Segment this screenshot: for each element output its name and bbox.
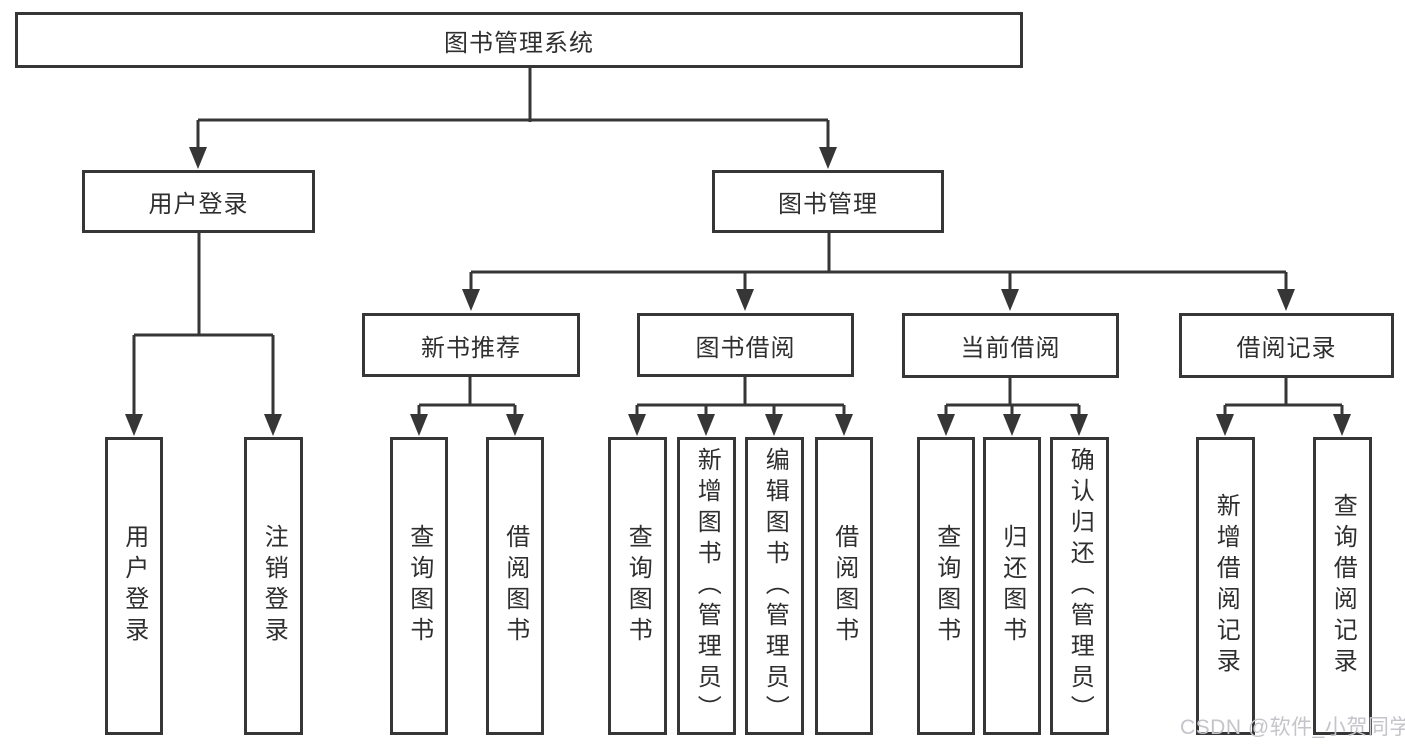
leaf-user-login-label: 用户登录	[120, 524, 148, 648]
connector-borrow-records-split	[1216, 377, 1351, 436]
connector-book-management-to-level3	[462, 233, 1295, 311]
leaf-cb-confirm-return-label: 确认归还（管理员）	[1066, 446, 1094, 726]
node-root: 图书管理系统	[15, 12, 1023, 68]
leaf-user-login: 用户登录	[105, 437, 163, 735]
leaf-rec-query-books: 查询图书	[390, 437, 448, 735]
connector-new-book-recommend-split	[410, 377, 524, 436]
node-user-login-label: 用户登录	[148, 191, 249, 218]
leaf-bb-edit-books-label: 编辑图书（管理员）	[761, 446, 789, 726]
node-book-borrow: 图书借阅	[637, 313, 854, 377]
leaf-cb-confirm-return: 确认归还（管理员）	[1050, 437, 1109, 735]
node-current-borrow: 当前借阅	[902, 313, 1119, 378]
leaf-br-query-record: 查询借阅记录	[1313, 437, 1372, 735]
leaf-rec-borrow-books: 借阅图书	[486, 437, 544, 735]
leaf-cb-return-books-label: 归还图书	[998, 524, 1026, 648]
leaf-bb-query-books: 查询图书	[608, 437, 667, 735]
node-book-borrow-label: 图书借阅	[695, 334, 796, 362]
leaf-bb-borrow-books-label: 借阅图书	[830, 524, 858, 648]
connector-root-to-level2	[189, 68, 837, 169]
leaf-logout: 注销登录	[244, 437, 303, 735]
leaf-br-add-record: 新增借阅记录	[1196, 437, 1255, 735]
leaf-rec-query-books-label: 查询图书	[405, 524, 433, 648]
leaf-br-add-record-label: 新增借阅记录	[1212, 493, 1240, 679]
node-book-management: 图书管理	[712, 170, 944, 233]
leaf-bb-add-books-label: 新增图书（管理员）	[693, 446, 721, 726]
leaf-cb-return-books: 归还图书	[983, 437, 1041, 735]
leaf-bb-edit-books: 编辑图书（管理员）	[745, 437, 804, 735]
leaf-cb-query-books-label: 查询图书	[932, 524, 960, 648]
csdn-watermark: CSDN @软件_小贺同学	[1180, 716, 1405, 739]
node-user-login: 用户登录	[82, 170, 315, 233]
connector-user-login-split	[125, 233, 282, 436]
node-new-book-recommend: 新书推荐	[362, 313, 580, 377]
connector-book-borrow-split	[628, 377, 853, 436]
leaf-rec-borrow-books-label: 借阅图书	[501, 524, 529, 648]
leaf-br-query-record-label: 查询借阅记录	[1329, 493, 1357, 679]
leaf-cb-query-books: 查询图书	[917, 437, 975, 735]
leaf-bb-borrow-books: 借阅图书	[815, 437, 873, 735]
node-root-label: 图书管理系统	[444, 29, 594, 57]
node-new-book-recommend-label: 新书推荐	[421, 334, 521, 362]
leaf-bb-add-books: 新增图书（管理员）	[677, 437, 736, 735]
node-book-management-label: 图书管理	[778, 191, 878, 218]
node-borrow-records-label: 借阅记录	[1236, 335, 1337, 362]
node-current-borrow-label: 当前借阅	[960, 335, 1061, 362]
connector-current-borrow-split	[937, 377, 1088, 436]
node-borrow-records: 借阅记录	[1179, 313, 1394, 378]
leaf-logout-label: 注销登录	[260, 524, 288, 648]
leaf-bb-query-books-label: 查询图书	[624, 524, 652, 648]
